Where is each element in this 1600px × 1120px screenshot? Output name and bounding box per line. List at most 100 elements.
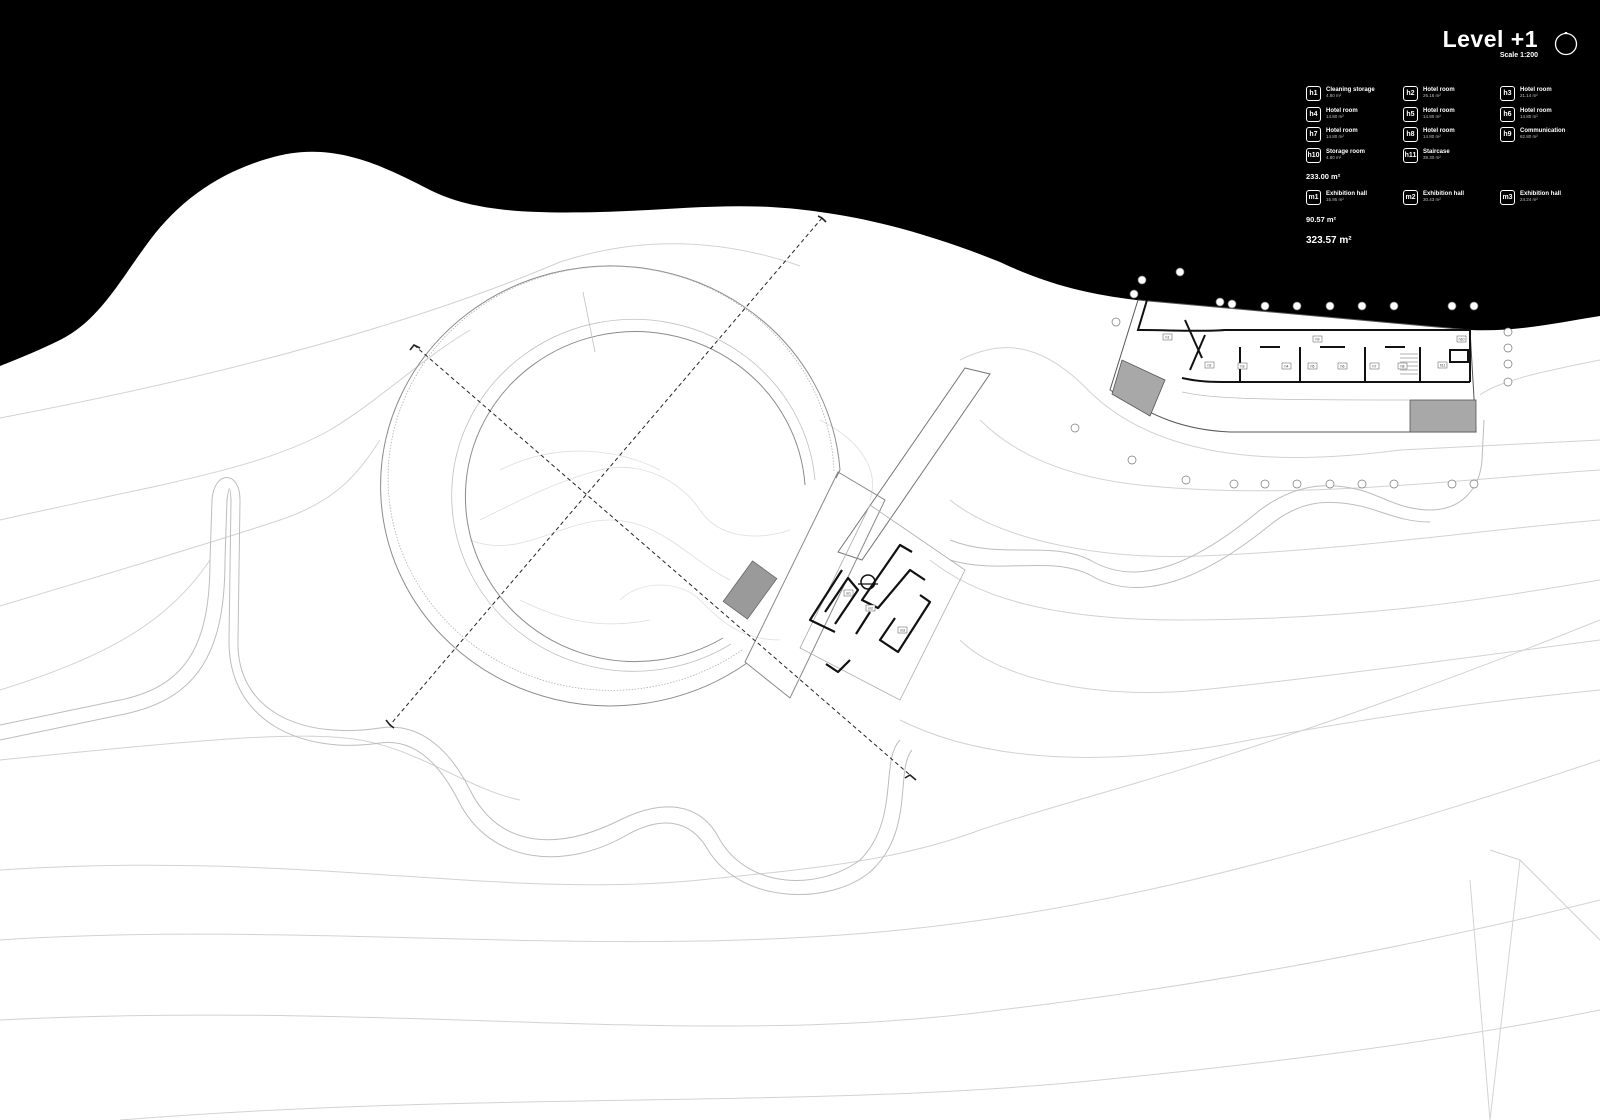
legend-area: 4.80 m² bbox=[1326, 154, 1342, 160]
legend-name: Cleaning storage bbox=[1326, 87, 1375, 93]
tag-h3-text: h3 bbox=[1241, 364, 1245, 368]
north-arrow-icon bbox=[1554, 32, 1578, 56]
tag-m3-text: m3 bbox=[900, 628, 905, 632]
terrain-contours bbox=[0, 243, 1600, 1120]
tag-h1: h1 bbox=[1162, 333, 1173, 341]
legend-name: Hotel room bbox=[1423, 107, 1455, 114]
tag-h2: h2 bbox=[1204, 361, 1215, 369]
tag-h5-text: h5 bbox=[1311, 364, 1315, 368]
title-block: Level +1 Scale 1:200 bbox=[1443, 28, 1538, 60]
legend-name: Hotel room bbox=[1423, 87, 1455, 93]
tag-h7-text: h7 bbox=[1373, 364, 1377, 368]
tag-h3: h3 bbox=[1237, 362, 1248, 370]
total-area: 323.57 m² bbox=[1306, 234, 1352, 246]
site-path bbox=[0, 419, 1485, 895]
tag-h6: h6 bbox=[1337, 362, 1348, 370]
gray-block-museum bbox=[722, 560, 778, 620]
legend-name: Staircase bbox=[1423, 148, 1450, 155]
plan-room-tags: m1 m2 m3 h1 h2 h3 h4 h5 h6 h7 h8 h9 h10 … bbox=[843, 333, 1467, 634]
tag-h9: h9 bbox=[1312, 335, 1323, 343]
hotel-terrace bbox=[1181, 391, 1411, 401]
hotel-stair bbox=[1400, 353, 1418, 375]
grid-markers bbox=[1070, 267, 1513, 489]
tag-h8: h8 bbox=[1397, 362, 1408, 370]
legend-area: 30.43 m² bbox=[1423, 197, 1441, 202]
tag-m3: m3 bbox=[897, 626, 908, 634]
section-ends bbox=[385, 215, 917, 781]
stair-core bbox=[860, 574, 876, 590]
legend-area: 14.80 m² bbox=[1520, 113, 1538, 119]
museum-ring bbox=[380, 265, 841, 707]
legend-code: m1 bbox=[1306, 190, 1321, 205]
legend-code: h8 bbox=[1403, 127, 1418, 142]
legend-name: Communication bbox=[1520, 128, 1566, 134]
tag-h1-text: h1 bbox=[1166, 335, 1170, 339]
legend-code: h6 bbox=[1500, 106, 1515, 122]
tag-h2-text: h2 bbox=[1208, 363, 1212, 367]
legend-name: Hotel room bbox=[1326, 107, 1358, 114]
legend-name: Hotel room bbox=[1520, 87, 1552, 93]
legend-name: Hotel room bbox=[1520, 107, 1552, 114]
background-silhouette bbox=[0, 0, 1600, 366]
tag-h9-text: h9 bbox=[1316, 337, 1320, 341]
tag-h11-text: h11 bbox=[1440, 363, 1446, 367]
legend-name: Exhibition hall bbox=[1520, 191, 1562, 197]
legend-code: h2 bbox=[1403, 86, 1418, 101]
section-lines bbox=[389, 217, 911, 776]
tag-h10: h10 bbox=[1456, 335, 1467, 343]
legend-area: 14.80 m² bbox=[1326, 113, 1344, 119]
legend-code: h9 bbox=[1500, 127, 1515, 142]
tag-m1: m1 bbox=[843, 589, 854, 597]
museum-pavilion bbox=[799, 504, 966, 701]
legend-area: 14.80 m² bbox=[1423, 113, 1441, 119]
legend-code: m3 bbox=[1500, 190, 1515, 205]
legend-code: m2 bbox=[1403, 190, 1418, 205]
legend-area: 26.16 m² bbox=[1423, 93, 1441, 98]
legend-area: 24.24 m² bbox=[1520, 197, 1538, 202]
legend-area: 15.95 m² bbox=[1326, 197, 1344, 202]
bridge bbox=[744, 367, 991, 699]
tag-h11: h11 bbox=[1437, 361, 1448, 369]
legend-area: 14.80 m² bbox=[1423, 134, 1441, 139]
tag-m2: m2 bbox=[865, 604, 876, 612]
legend-area: 21.14 m² bbox=[1520, 93, 1538, 98]
legend-area: 62.80 m² bbox=[1520, 134, 1538, 139]
legend-area: 14.80 m² bbox=[1326, 134, 1344, 139]
scale-label: Scale 1:200 bbox=[1499, 52, 1538, 59]
museum-subtotal: 90.57 m² bbox=[1306, 214, 1337, 224]
legend-name: Exhibition hall bbox=[1326, 191, 1368, 197]
tag-h8-text: h8 bbox=[1401, 364, 1405, 368]
tag-h6-text: h6 bbox=[1341, 364, 1345, 368]
legend-code: h4 bbox=[1306, 106, 1321, 122]
legend-area: 4.80 m² bbox=[1326, 93, 1342, 98]
legend-area: 39.30 m² bbox=[1423, 154, 1441, 160]
tag-h4: h4 bbox=[1281, 362, 1292, 370]
legend-code: h11 bbox=[1403, 147, 1418, 163]
legend-name: Storage room bbox=[1326, 148, 1366, 155]
tag-h7: h7 bbox=[1369, 362, 1380, 370]
tag-h10-text: h10 bbox=[1459, 337, 1465, 341]
hotel-subtotal: 233.00 m² bbox=[1306, 172, 1341, 181]
tag-h5: h5 bbox=[1307, 362, 1318, 370]
legend-code: h3 bbox=[1500, 86, 1515, 101]
courtyard-terrain bbox=[469, 419, 873, 641]
